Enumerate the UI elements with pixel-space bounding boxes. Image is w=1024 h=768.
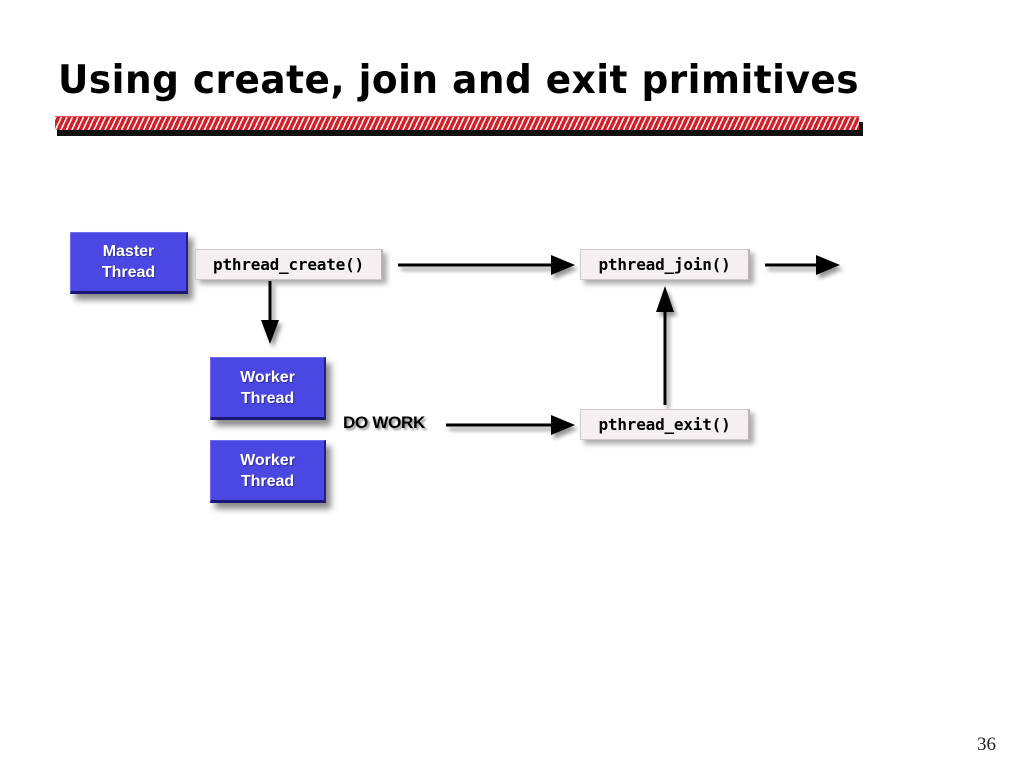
do-work-annotation: DO WORK [343,413,425,432]
master-thread-label-line2: Thread [101,264,156,281]
worker-thread-box-2: Worker Thread [210,440,326,503]
worker-thread-2-label-line2: Thread [240,472,295,490]
worker-thread-1-label-line2: Thread [240,389,295,407]
arrow-work-to-exit [446,415,575,435]
master-thread-label-line1: Master [102,243,155,260]
title-divider-bar [55,116,859,130]
page-title: Using create, join and exit primitives [58,58,860,103]
worker-thread-box-1: Worker Thread [210,357,326,420]
arrow-exit-to-join [656,286,674,405]
pthread-join-label: pthread_join() [580,249,750,280]
pthread-exit-label: pthread_exit() [580,409,750,440]
arrow-create-to-join [398,255,575,275]
arrow-create-to-worker [261,281,279,344]
pthread-create-label: pthread_create() [195,249,383,280]
worker-thread-1-label-line1: Worker [240,368,295,386]
master-thread-box: Master Thread [70,232,188,294]
arrow-join-outgoing [765,255,840,275]
title-divider [55,116,863,136]
page-number: 36 [977,734,996,755]
worker-thread-2-label-line1: Worker [240,451,295,469]
